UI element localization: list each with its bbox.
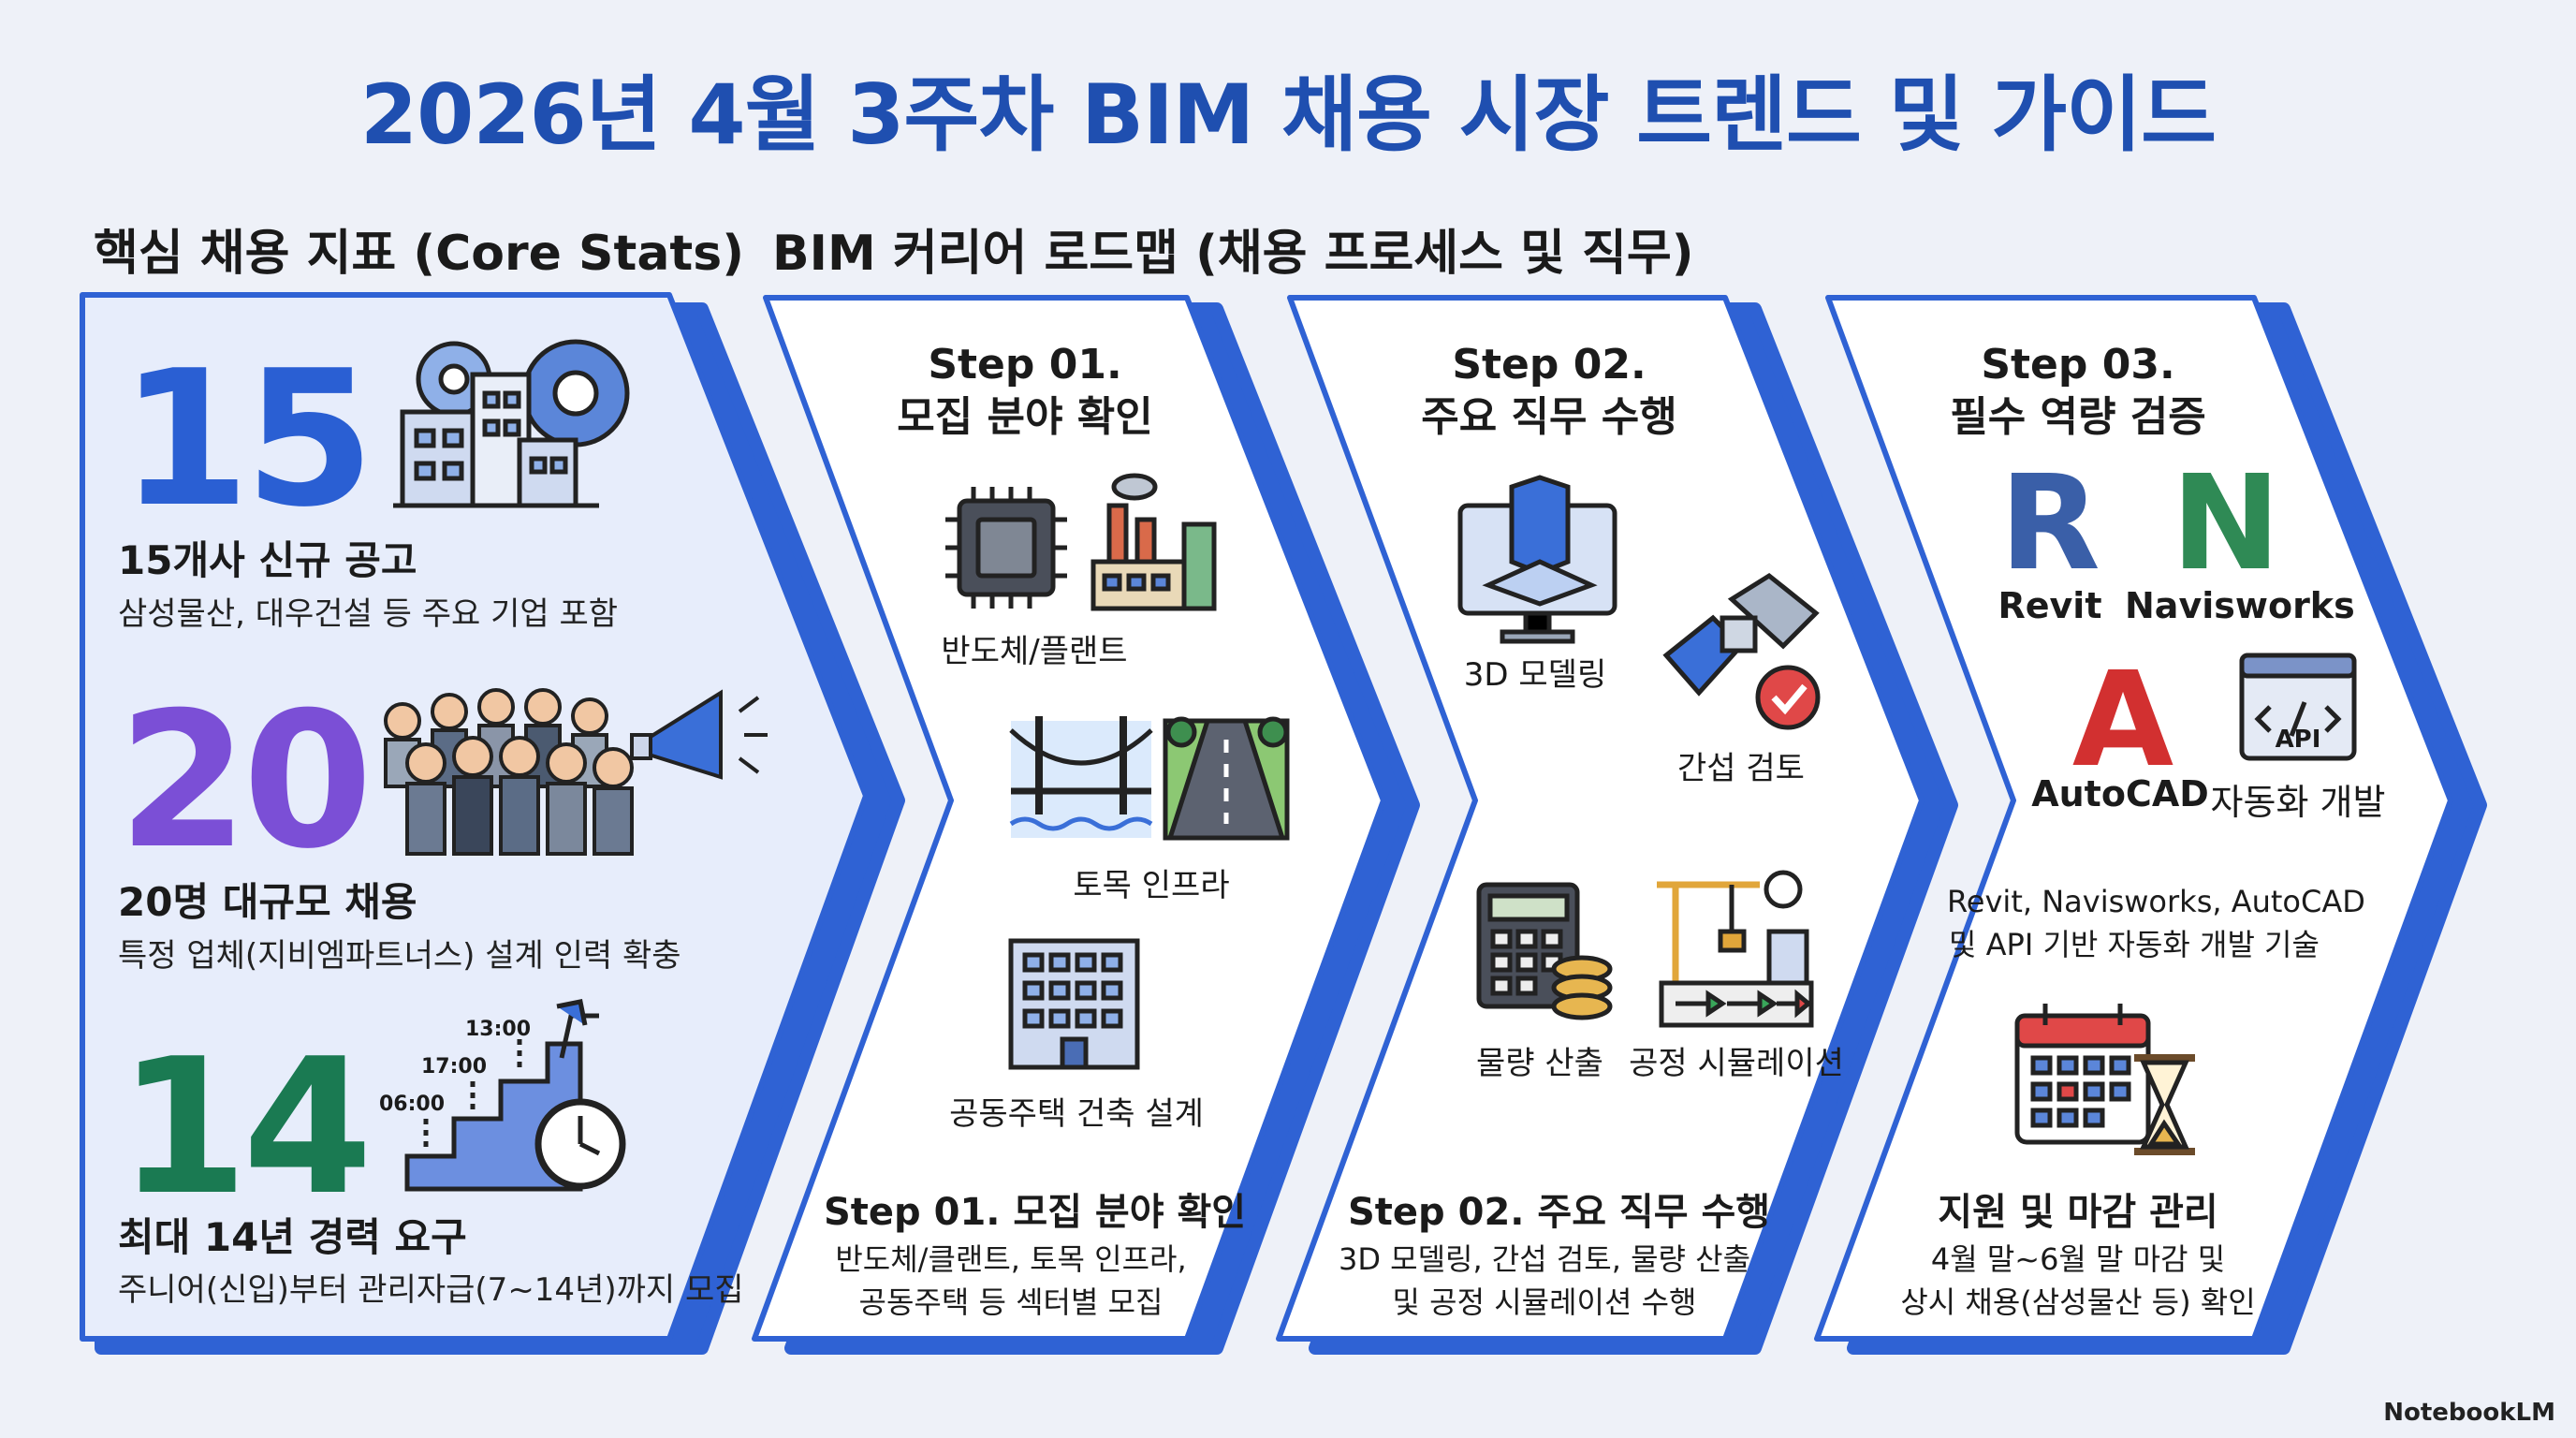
- step2-item-label: 3D 모델링: [1463, 656, 1607, 694]
- skill-label: AutoCAD: [2031, 773, 2209, 814]
- stat-subtext: 특정 업체(지비엠파트너스) 설계 인력 확충: [118, 937, 681, 975]
- step3-title-line2: 필수 역량 검증: [1950, 393, 2206, 441]
- calendar-hourglass-icon: [2014, 1004, 2195, 1155]
- step1-item-label: 토목 인프라: [1073, 867, 1230, 904]
- skill-label: Navisworks: [2125, 585, 2355, 626]
- step3-title-line1: Step 03.: [1981, 341, 2175, 389]
- api-window-icon: [2239, 653, 2357, 761]
- autocad-logo-icon: A: [2071, 644, 2174, 797]
- step2-item-label: 공정 시뮬레이션: [1629, 1045, 1844, 1082]
- calculator-coins-icon: [1476, 882, 1613, 1020]
- step1-footer-line: 공동주택 등 섹터별 모집: [858, 1284, 1164, 1320]
- stat-number-14: 14: [118, 1019, 373, 1237]
- apartment-building-icon: [1008, 938, 1140, 1070]
- step1-item-label: 공동주택 건축 설계: [949, 1095, 1204, 1133]
- stat-heading: 20명 대규모 채용: [118, 879, 417, 925]
- stat-subtext: 삼성물산, 대우건설 등 주요 기업 포함: [118, 595, 619, 633]
- step2-footer-desc: 3D 모델링, 간섭 검토, 물량 산출 및 공정 시뮬레이션 수행: [1329, 1238, 1760, 1324]
- skill-label: Revit: [1998, 585, 2102, 626]
- step3-footer-line: 상시 채용(삼성물산 등) 확인: [1900, 1284, 2256, 1320]
- navisworks-logo-icon: N: [2171, 448, 2281, 600]
- stat-number-15: 15: [120, 330, 374, 549]
- step2-footer-title: Step 02. 주요 직무 수행: [1348, 1191, 1771, 1234]
- clash-detection-icon: [1662, 572, 1821, 730]
- step2-title-line2: 주요 직무 수행: [1421, 393, 1677, 441]
- step1-footer-title: Step 01. 모집 분야 확인: [824, 1191, 1247, 1234]
- buildings-gears-icon: [393, 339, 630, 508]
- step2-footer-line: 3D 모델링, 간섭 검토, 물량 산출: [1338, 1241, 1751, 1277]
- api-label: API: [2275, 726, 2321, 754]
- core-stats-heading: 핵심 채용 지표 (Core Stats): [94, 226, 744, 282]
- step1-title: Step 01. 모집 분야 확인: [861, 339, 1189, 444]
- construction-schedule-icon: [1657, 870, 1814, 1028]
- step3-desc-line: 및 API 기반 자동화 개발 기술: [1949, 927, 2320, 962]
- bridge-icon: [1009, 716, 1153, 838]
- time-label: 17:00: [421, 1055, 488, 1078]
- road-icon: [1163, 716, 1290, 841]
- stat-heading: 15개사 신규 공고: [118, 537, 417, 583]
- step1-footer-desc: 반도체/클랜트, 토목 인프라, 공동주택 등 섹터별 모집: [814, 1238, 1208, 1324]
- career-stairs-clock-icon: [404, 999, 626, 1192]
- step3-desc: Revit, Navisworks, AutoCAD 및 API 기반 자동화 …: [1947, 880, 2365, 966]
- step2-title-line1: Step 02.: [1452, 341, 1647, 389]
- step1-title-line1: Step 01.: [928, 341, 1122, 389]
- step3-footer-desc: 4월 말~6월 말 마감 및 상시 채용(삼성물산 등) 확인: [1872, 1238, 2284, 1324]
- time-label: 06:00: [379, 1093, 446, 1116]
- step3-footer-title: 지원 및 마감 관리: [1938, 1191, 2218, 1234]
- revit-logo-icon: R: [1999, 448, 2100, 600]
- step1-footer-line: 반도체/클랜트, 토목 인프라,: [835, 1241, 1187, 1277]
- page-title: 2026년 4월 3주차 BIM 채용 시장 트렌드 및 가이드: [359, 66, 2217, 163]
- notebooklm-watermark: NotebookLM: [2383, 1399, 2555, 1427]
- monitor-3d-model-icon: [1457, 475, 1617, 644]
- chip-icon: [945, 487, 1067, 609]
- step3-title: Step 03. 필수 역량 검증: [1914, 339, 2242, 444]
- step3-chevron: [1814, 295, 2487, 1355]
- time-label: 13:00: [465, 1018, 532, 1041]
- step1-item-label: 반도체/플랜트: [941, 633, 1128, 670]
- factory-plant-icon: [1090, 473, 1217, 611]
- skill-label: 자동화 개발: [2210, 782, 2386, 823]
- step2-title: Step 02. 주요 직무 수행: [1385, 339, 1713, 444]
- stat-heading: 최대 14년 경력 요구: [118, 1214, 467, 1260]
- stat-subtext: 주니어(신입)부터 관리자급(7~14년)까지 모집: [118, 1271, 744, 1309]
- roadmap-heading: BIM 커리어 로드맵 (채용 프로세스 및 직무): [772, 226, 1694, 282]
- step3-footer-line: 4월 말~6월 말 마감 및: [1930, 1241, 2226, 1277]
- step3-desc-line: Revit, Navisworks, AutoCAD: [1947, 884, 2365, 919]
- step2-footer-line: 및 공정 시뮬레이션 수행: [1392, 1284, 1697, 1320]
- crowd-megaphone-icon: [384, 688, 768, 856]
- step2-item-label: 물량 산출: [1476, 1045, 1603, 1082]
- step1-title-line2: 모집 분야 확인: [897, 393, 1153, 441]
- step2-item-label: 간섭 검토: [1677, 750, 1805, 787]
- stat-number-20: 20: [118, 672, 373, 890]
